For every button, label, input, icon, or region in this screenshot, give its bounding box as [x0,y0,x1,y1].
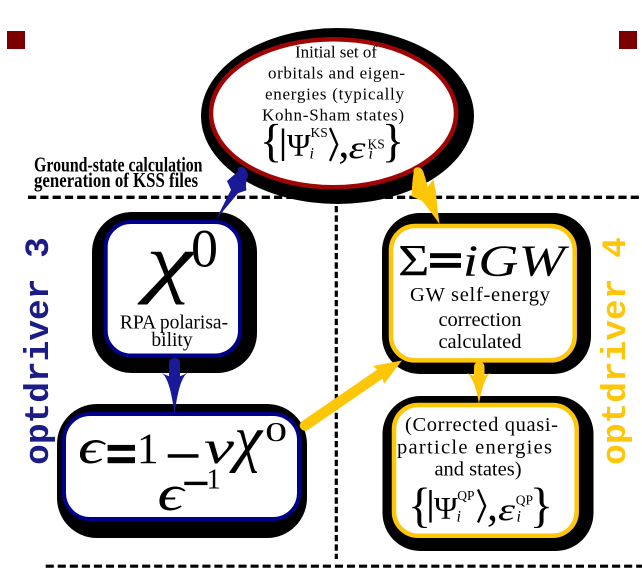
svg-text:GW self-energy: GW self-energy [410,284,551,306]
svg-text:Ψ: Ψ [434,490,458,526]
svg-text:,: , [487,481,498,530]
svg-text:{: { [260,116,283,168]
svg-text:generation of KSS files: generation of KSS files [34,168,198,192]
svg-text:ϵ: ϵ [158,465,186,521]
svg-text:KS: KS [368,136,385,151]
svg-text:1: 1 [137,425,159,473]
svg-text:0: 0 [265,416,287,447]
svg-text:Σ: Σ [398,235,430,285]
svg-text:RPA polarisa-: RPA polarisa- [120,313,228,334]
svg-text:}: } [382,116,405,168]
svg-text:}: } [530,477,554,532]
svg-text:ϵ: ϵ [78,419,107,474]
svg-text:i: i [310,146,314,163]
svg-text:ε: ε [349,129,367,165]
svg-text:QP: QP [516,493,533,508]
svg-text:Kohn-Sham states): Kohn-Sham states) [262,106,404,125]
svg-text:(Corrected quasi-: (Corrected quasi- [405,414,558,436]
svg-text:i: i [517,509,521,526]
svg-text:correction: correction [438,309,521,331]
svg-text:i: i [369,146,373,163]
svg-text:optdriver 3: optdriver 3 [20,237,59,465]
svg-text:{: { [408,477,432,532]
svg-text:KS: KS [311,125,328,140]
svg-text:bility: bility [151,330,192,351]
svg-text:and states): and states) [434,459,521,481]
svg-text:iGW: iGW [463,237,569,286]
svg-text:Ground-state calculation: Ground-state calculation [34,152,203,176]
svg-text:optdriver 4: optdriver 4 [597,237,636,465]
svg-text:,: , [338,118,349,167]
svg-text:energies (typically: energies (typically [265,85,405,104]
svg-text:χ: χ [228,403,264,473]
svg-text:1: 1 [206,464,221,496]
svg-text:calculated: calculated [438,331,521,353]
svg-text:particle energies: particle energies [397,437,552,459]
svg-text:Ψ: Ψ [287,127,311,163]
svg-text:ε: ε [498,491,516,527]
svg-text:orbitals and eigen-: orbitals and eigen- [268,64,405,83]
svg-text:v: v [204,422,234,474]
svg-text:QP: QP [457,488,474,503]
svg-text:Initial set of: Initial set of [295,43,377,62]
svg-text:χ: χ [136,218,195,305]
svg-text:i: i [457,509,461,526]
svg-text:0: 0 [191,219,218,279]
